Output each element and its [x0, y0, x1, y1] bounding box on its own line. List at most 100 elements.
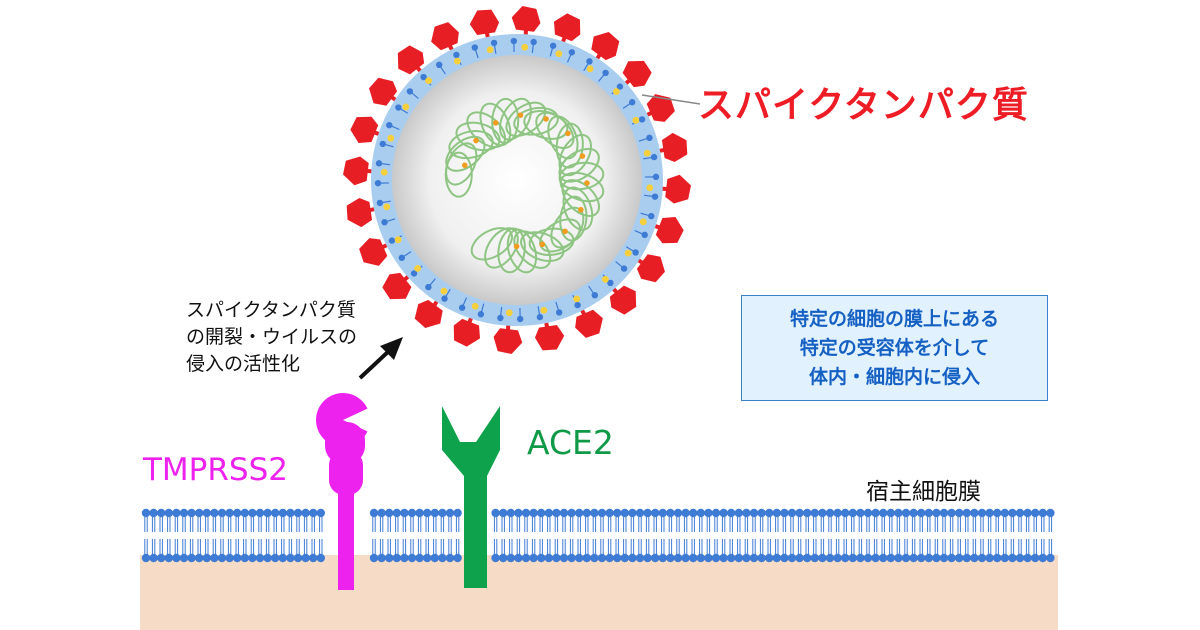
- lipid-head: [620, 508, 629, 518]
- envelope-lipid-head: [602, 69, 609, 77]
- rna-coil-loop: [547, 115, 579, 160]
- lipid-head: [985, 553, 994, 563]
- lipid-head: [977, 508, 987, 518]
- lipid-head: [993, 553, 1002, 563]
- spike-protein-label: スパイクタンパク質: [698, 85, 1029, 126]
- membrane-protein: [521, 43, 529, 51]
- envelope-lipid-head: [632, 249, 639, 256]
- lipid-head: [575, 508, 584, 518]
- envelope-lipid-head: [574, 301, 581, 309]
- envelope-lipid-head: [386, 121, 393, 129]
- lipid-head: [742, 508, 751, 518]
- lipid-head: [696, 553, 705, 563]
- lipid-head: [430, 553, 439, 563]
- lipid-head: [689, 553, 698, 563]
- membrane-protein: [573, 295, 581, 303]
- lipid-head: [506, 553, 515, 563]
- lipid-head: [643, 508, 652, 518]
- lipid-head: [521, 508, 531, 518]
- lipid-head: [567, 508, 576, 518]
- lipid-head: [491, 508, 500, 518]
- lipid-head: [810, 553, 819, 563]
- lipid-head: [628, 553, 637, 563]
- lipid-head: [499, 508, 508, 518]
- lipid-head: [233, 553, 242, 563]
- lipid-head: [445, 553, 455, 563]
- nucleocapsid-dot: [562, 228, 568, 235]
- lipid-head: [179, 553, 189, 563]
- envelope-lipid-head: [568, 49, 576, 56]
- nucleocapsid-dot: [578, 206, 584, 213]
- rna-coil-loop: [558, 147, 600, 183]
- envelope-lipid-head: [530, 38, 537, 46]
- entry-box-line: 特定の細胞の膜上にある: [789, 307, 999, 330]
- lipid-head: [316, 508, 325, 518]
- rna-coil-loop: [528, 227, 575, 256]
- rna-coil-loop: [520, 231, 565, 262]
- lipid-head: [172, 553, 181, 563]
- virus-interior: [392, 55, 642, 305]
- envelope-lipid-head: [549, 42, 557, 49]
- lipid-head: [195, 508, 204, 518]
- lipid-head: [613, 553, 622, 563]
- lipid-head: [833, 508, 842, 518]
- membrane-protein: [586, 65, 594, 73]
- envelope-lipid-head: [555, 309, 563, 316]
- lipid-head: [392, 553, 401, 563]
- envelope-lipid-head: [441, 295, 448, 302]
- lipid-head: [985, 508, 994, 518]
- lipid-head: [453, 553, 462, 563]
- envelope-lipid-head: [406, 88, 414, 95]
- lipid-head: [202, 553, 211, 563]
- lipid-head: [255, 553, 265, 563]
- membrane-protein: [414, 265, 422, 272]
- lipid-head: [1015, 553, 1025, 563]
- lipid-head: [590, 553, 599, 563]
- lipid-head: [727, 508, 736, 518]
- lipid-head: [582, 508, 591, 518]
- lipid-head: [537, 508, 546, 518]
- host-membrane-label: 宿主細胞膜: [866, 479, 981, 505]
- lipid-head: [597, 553, 607, 563]
- lipid-head: [149, 553, 158, 563]
- lipid-head: [734, 508, 743, 518]
- lipid-head: [772, 553, 781, 563]
- envelope-lipid-head: [536, 313, 544, 321]
- envelope-lipid-head: [646, 134, 653, 142]
- ace2-label: ACE2: [527, 423, 614, 462]
- lipid-head: [293, 508, 303, 518]
- lipid-head: [217, 508, 227, 518]
- envelope-lipid-head: [395, 104, 402, 111]
- lipid-head: [818, 508, 827, 518]
- rna-coil-loop: [559, 195, 588, 242]
- membrane-protein: [440, 287, 448, 295]
- envelope-lipid-head: [398, 254, 406, 261]
- rna-coil-loop: [484, 227, 519, 269]
- nucleocapsid-dot: [517, 112, 524, 118]
- membrane-protein: [643, 149, 651, 157]
- lipid-head: [810, 508, 819, 518]
- lipid-head: [939, 553, 949, 563]
- lipid-head: [1038, 508, 1048, 518]
- envelope-lipid-head: [420, 73, 427, 81]
- lipid-head: [514, 553, 523, 563]
- envelope-lipid-head: [650, 153, 658, 161]
- lipid-head: [233, 508, 242, 518]
- membrane-protein: [540, 306, 548, 314]
- lipid-head: [939, 508, 949, 518]
- lipid-head: [179, 508, 189, 518]
- envelope-lipid-head: [651, 193, 659, 200]
- envelope-lipid-head: [516, 315, 524, 323]
- nucleocapsid-dot: [543, 116, 549, 122]
- lipid-head: [605, 553, 614, 563]
- lipid-head: [438, 508, 447, 518]
- lipid-head: [696, 508, 705, 518]
- tmprss2-protein: [316, 393, 368, 590]
- membrane-protein: [425, 77, 432, 85]
- lipid-head: [651, 553, 660, 563]
- lipid-head: [787, 553, 797, 563]
- lipid-head: [438, 553, 447, 563]
- rna-coil-loop: [539, 218, 581, 253]
- lipid-head: [415, 508, 424, 518]
